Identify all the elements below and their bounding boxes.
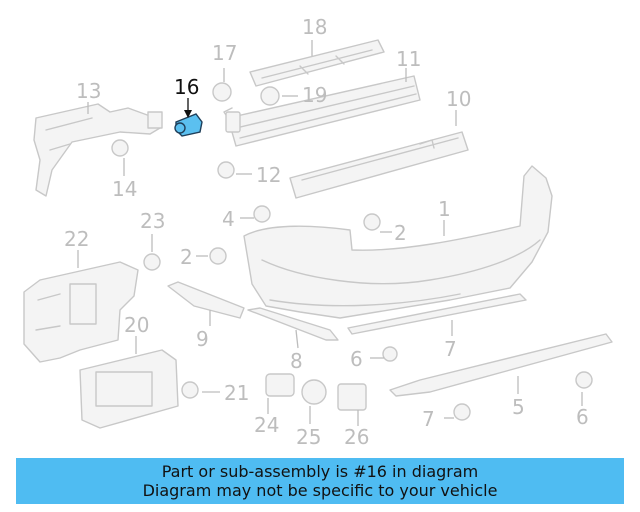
callout-6: 7 xyxy=(422,407,435,431)
part-1-bumper-cover xyxy=(243,165,553,319)
parts-diagram: 16 18 17 11 19 10 13 14 12 4 1 2 2 23 22… xyxy=(23,15,613,449)
banner-line-2: Diagram may not be specific to your vehi… xyxy=(142,481,498,500)
callout-13: 12 xyxy=(256,163,281,187)
banner-line-1: Part or sub-assembly is #16 in diagram xyxy=(161,462,479,481)
part-8-strip xyxy=(347,293,527,335)
callout-10: 9 xyxy=(196,327,209,351)
callout-18: 18 xyxy=(302,15,327,39)
callout-1: 1 xyxy=(438,197,451,221)
part-22-bracket xyxy=(23,261,139,363)
part-20-module xyxy=(79,349,179,429)
callout-lines xyxy=(77,40,583,426)
callout-26: 26 xyxy=(344,425,369,449)
info-banner: Part or sub-assembly is #16 in diagram D… xyxy=(16,458,624,504)
part-16-highlighted xyxy=(174,113,203,137)
callout-2-upper: 2 xyxy=(394,221,407,245)
part-18-bar xyxy=(249,39,385,87)
callout-16-arrow xyxy=(184,110,192,118)
part-4-diffuser xyxy=(389,333,613,397)
callout-7: 6 xyxy=(350,347,363,371)
part-12-reinforcement xyxy=(223,75,421,147)
callout-20: 20 xyxy=(124,313,149,337)
callout-3: 4 xyxy=(222,207,235,231)
callout-8: 7 xyxy=(444,337,457,361)
callout-2-lower: 2 xyxy=(180,245,193,269)
callout-4: 5 xyxy=(512,395,525,419)
fasteners xyxy=(111,82,593,421)
part-10-trim xyxy=(167,281,245,319)
callout-16: 16 xyxy=(174,75,199,99)
callout-14: 13 xyxy=(76,79,101,103)
callout-15: 14 xyxy=(112,177,137,201)
callout-24: 24 xyxy=(254,413,279,437)
callout-23: 23 xyxy=(140,209,165,233)
callout-22: 22 xyxy=(64,227,89,251)
callout-11: 10 xyxy=(446,87,471,111)
callout-19: 19 xyxy=(302,83,327,107)
part-9-strip xyxy=(247,307,339,341)
callout-9: 8 xyxy=(290,349,303,373)
callout-5: 6 xyxy=(576,405,589,429)
part-14-bracket xyxy=(33,103,163,197)
callout-21: 21 xyxy=(224,381,249,405)
callout-25: 25 xyxy=(296,425,321,449)
part-11-absorber xyxy=(289,131,469,199)
callout-17: 17 xyxy=(212,41,237,65)
callout-12: 11 xyxy=(396,47,421,71)
